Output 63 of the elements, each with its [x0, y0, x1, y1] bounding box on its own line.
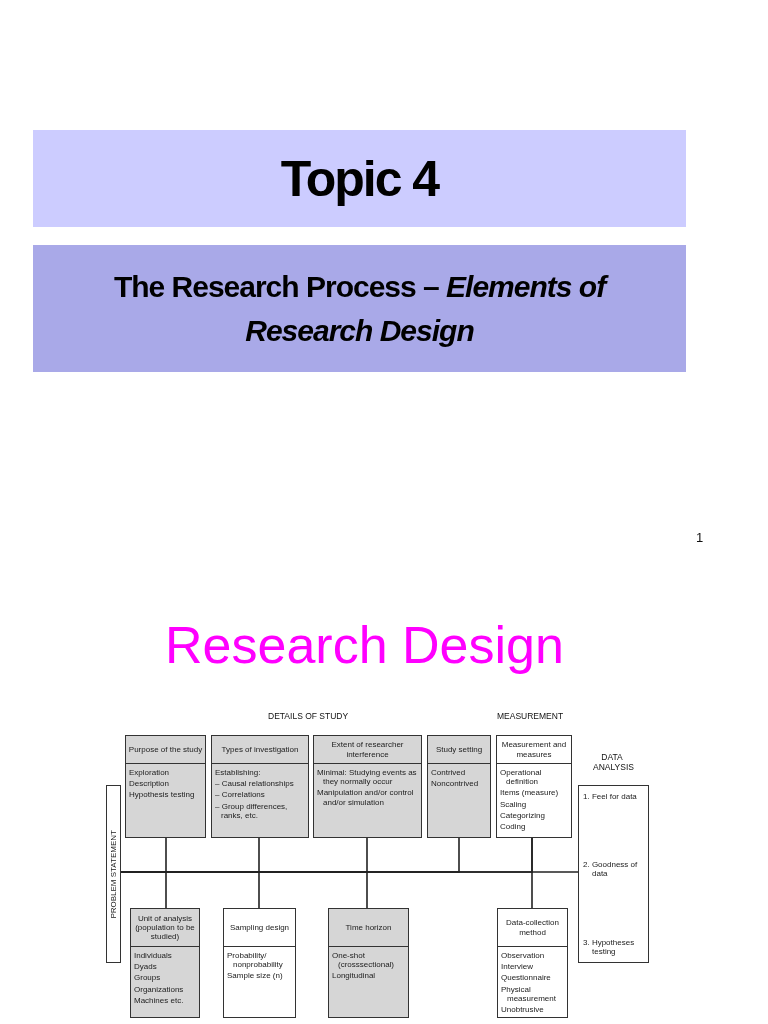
subtitle-text: The Research Process – Elements of Research Design — [89, 265, 630, 352]
box-heading: Extent of researcher interference — [330, 740, 405, 759]
list-item: One-shot (crosssectional) — [332, 951, 395, 970]
list-item: Organizations — [134, 984, 184, 994]
box-heading: Types of investigation — [221, 744, 299, 755]
list-item: Individuals — [134, 951, 172, 961]
list-item: Manipulation and/or control and/or simulation — [317, 788, 415, 807]
slide-heading: Research Design — [165, 615, 564, 675]
list-item: Items (measure) — [500, 788, 559, 798]
connector-line — [531, 837, 533, 909]
list-item: 2. Goodness of data — [583, 860, 639, 879]
list-item: Interview — [501, 962, 533, 972]
box-heading: Unit of analysis (population to be studied) — [134, 913, 196, 942]
list-item: 3. Hypotheses testing — [583, 937, 636, 956]
list-item: Coding — [500, 821, 526, 832]
box-heading: Purpose of the study — [128, 744, 203, 755]
list-item: Minimal: Studying events as they normally occur — [317, 768, 418, 787]
list-item: Unobtrusive — [501, 1004, 544, 1015]
list-item: Observation — [501, 951, 545, 961]
box-heading: Time horizon — [345, 922, 392, 933]
list-item: Operational definition — [500, 768, 543, 787]
list-item: Machines etc. — [134, 995, 184, 1005]
list-item: – Group differences, ranks, etc. — [215, 801, 289, 820]
box-heading: Data-collection method — [505, 918, 560, 937]
list-item: Dyads — [134, 962, 157, 972]
list-item: – Causal relationships — [215, 779, 294, 789]
list-item: Noncontrived — [431, 779, 479, 789]
category-box — [328, 908, 409, 1018]
list-item: Scaling — [500, 799, 527, 809]
category-box — [496, 735, 572, 838]
section-label: DETAILS OF STUDY — [268, 711, 349, 721]
vertical-label: PROBLEM STATEMENT — [108, 829, 119, 919]
category-box — [211, 735, 309, 838]
category-box — [125, 735, 206, 838]
data-analysis-box — [578, 785, 649, 963]
page-number: 1 — [696, 530, 704, 545]
box-heading: Study setting — [435, 744, 483, 755]
box-heading: Measurement and measures — [500, 740, 568, 759]
category-box — [130, 908, 200, 1018]
category-box — [223, 908, 296, 1018]
list-item: Hypothesis testing — [129, 790, 195, 800]
problem-statement-box — [106, 785, 121, 963]
list-item: Description — [129, 779, 169, 789]
slide-title: Topic 4 — [280, 149, 439, 208]
list-item: Categorizing — [500, 810, 545, 820]
section-label: MEASUREMENT — [497, 711, 564, 721]
list-item: Contrived — [431, 768, 466, 778]
connector-line — [120, 871, 368, 909]
list-item: Sample size (n) — [227, 971, 283, 981]
list-item: Longitudinal — [332, 971, 376, 981]
category-box — [497, 908, 568, 1018]
box-heading: Sampling design — [229, 922, 290, 933]
subtitle-banner — [33, 245, 686, 372]
list-item: Groups — [134, 973, 161, 983]
list-item: – Correlations — [215, 790, 265, 800]
list-item: Establishing: — [215, 768, 261, 778]
list-item: Exploration — [129, 768, 170, 778]
list-item: 1. Feel for data — [583, 792, 638, 802]
category-box — [427, 735, 491, 838]
category-box — [313, 735, 422, 838]
list-item: Probability/ nonprobability — [227, 951, 284, 970]
list-item: Physical measurement — [501, 984, 557, 1003]
list-item: Questionnaire — [501, 973, 551, 983]
